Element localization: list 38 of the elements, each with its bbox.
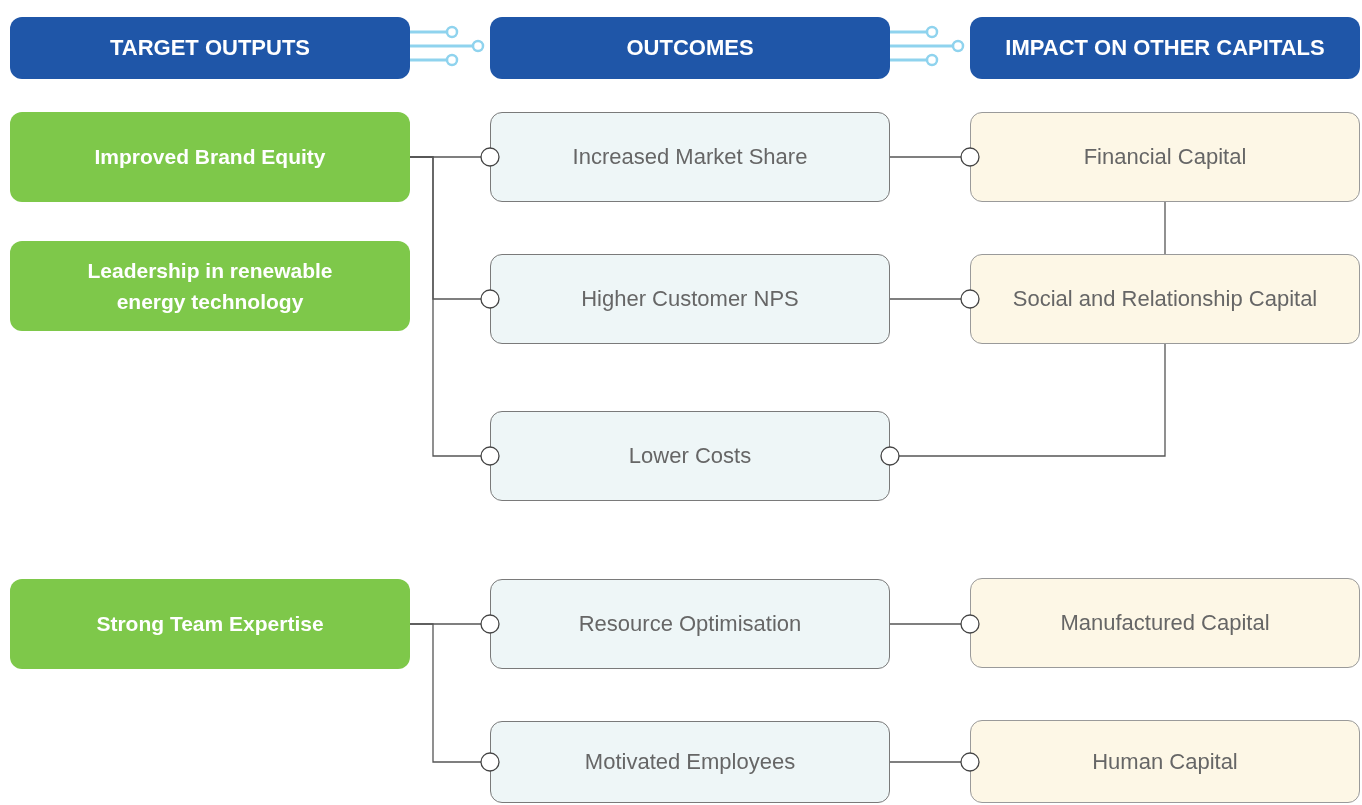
node-label: Increased Market Share [572,144,808,170]
capital-box [970,254,1360,344]
output-box [10,579,410,669]
connector-line [409,623,500,772]
node-label: Strong Team Expertise [96,611,324,638]
capital-box [970,112,1360,202]
connector-line [889,614,980,634]
node-label: Human Capital [1092,748,1238,775]
connector-line [889,752,980,772]
node-label: Motivated Employees [584,749,796,775]
node-label: Financial Capital [1083,144,1247,170]
node-label: Manufactured Capital [1060,610,1270,636]
node-label: Lower Costs [628,443,752,469]
node-label: Leadership in renewable energy technology [86,257,334,315]
connector-line [889,147,980,167]
node-label: OUTCOMES [626,35,754,61]
node-label: Social and Relationship Capital [1012,286,1318,312]
node-label: IMPACT ON OTHER CAPITALS [1005,35,1325,61]
outcome-box [490,579,890,669]
node-label: TARGET OUTPUTS [110,35,310,61]
node-label: Improved Brand Equity [94,144,326,171]
capital-box [970,578,1360,668]
section-header [490,17,890,79]
outcome-box [490,254,890,344]
output-box [10,241,410,331]
outcome-box [490,721,890,803]
node-label: Resource Optimisation [578,611,802,637]
connector-line [889,289,980,309]
node-label: Higher Customer NPS [581,286,799,312]
outcome-box [490,411,890,501]
connector-line [880,343,1166,466]
outcome-box [490,112,890,202]
capital-box [970,720,1360,803]
section-header [10,17,410,79]
section-header [970,17,1360,79]
connector-line [409,156,500,466]
output-box [10,112,410,202]
connector-line [1164,201,1166,255]
